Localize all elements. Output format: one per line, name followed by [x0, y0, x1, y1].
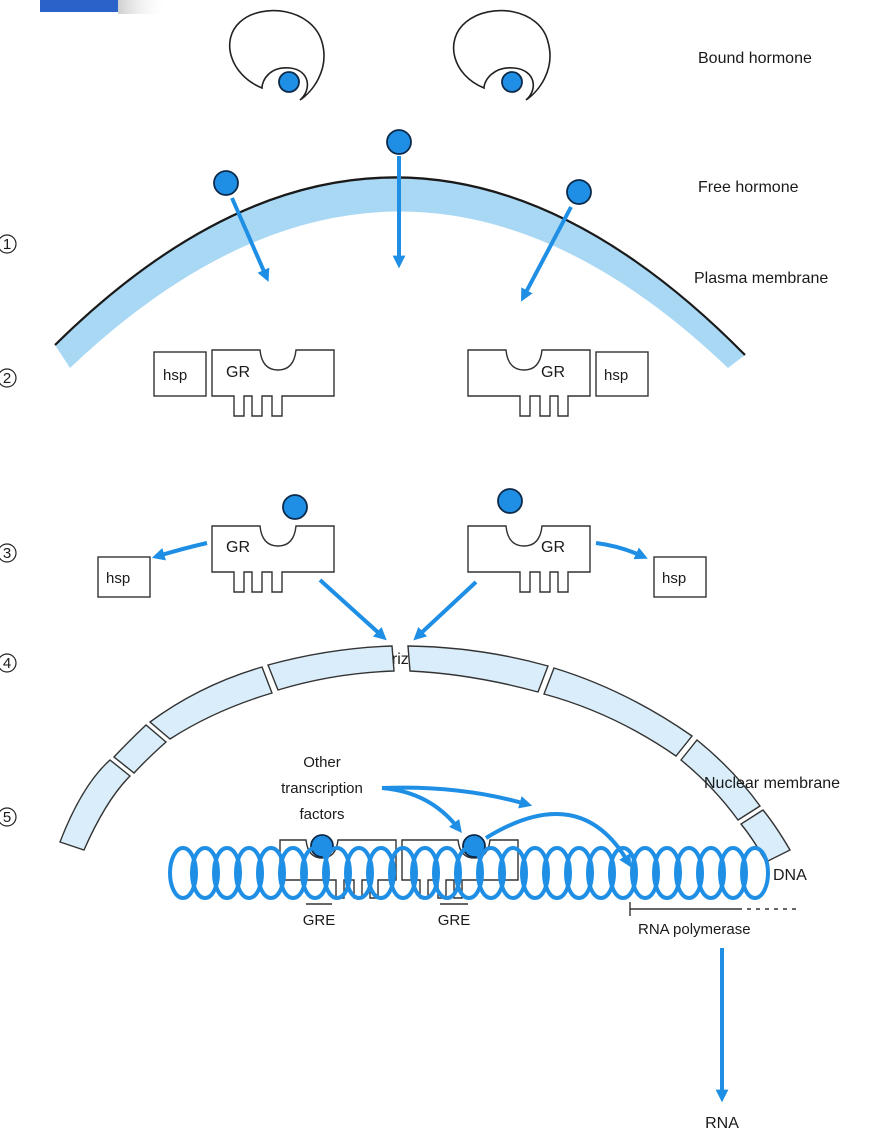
dna-loop — [718, 846, 748, 900]
svg-text:hsp: hsp — [106, 570, 130, 587]
dna-loop — [344, 846, 374, 900]
dna-loop — [256, 846, 286, 900]
dna-label: DNA — [773, 867, 807, 884]
svg-text:hsp: hsp — [163, 367, 187, 384]
dna-loop — [410, 846, 440, 900]
free-hormone-center — [386, 129, 412, 155]
dna-loop — [740, 846, 770, 900]
svg-text:GR: GR — [541, 364, 565, 381]
activated-receptor-left: GR — [211, 494, 335, 593]
dna-loop — [432, 846, 462, 900]
released-hsp-left: hsp — [97, 556, 151, 598]
dna-loop — [190, 846, 220, 900]
svg-text:3: 3 — [3, 545, 11, 562]
dna-loop — [608, 846, 638, 900]
nuclear-membrane-label: Nuclear membrane — [704, 775, 840, 792]
dna-loop — [564, 846, 594, 900]
dna-loop — [674, 846, 704, 900]
dimerization-arrow-left — [318, 578, 387, 641]
free-hormone-left — [213, 170, 239, 196]
svg-text:GR: GR — [226, 539, 250, 556]
dna-loop — [520, 846, 550, 900]
corner-gray-fade — [118, 0, 168, 14]
gre-label-left: GRE — [303, 912, 336, 929]
dna-loop — [168, 846, 198, 900]
dna-loop — [212, 846, 242, 900]
svg-text:1: 1 — [3, 236, 11, 253]
gre-label-right: GRE — [438, 912, 471, 929]
dna-loop — [388, 846, 418, 900]
tf-arrow-to-receptor — [381, 786, 462, 834]
dna-loop — [498, 846, 528, 900]
svg-text:GR: GR — [226, 364, 250, 381]
activated-receptor-right: GR — [467, 488, 591, 593]
activation-arrow-to-polymerase — [484, 812, 632, 868]
other-tf-label-1: Other — [303, 754, 341, 771]
step-1: 1 — [0, 234, 17, 254]
svg-text:2: 2 — [3, 370, 11, 387]
dna-loop — [476, 846, 506, 900]
svg-text:GR: GR — [541, 539, 565, 556]
rna-polymerase-label: RNA polymerase — [638, 921, 751, 938]
dna-loop — [278, 846, 308, 900]
dna-loop — [696, 846, 726, 900]
dna-loop — [586, 846, 616, 900]
free-hormone-right — [566, 179, 592, 205]
hsp-release-arrow-left — [151, 541, 208, 561]
free-hormone-label: Free hormone — [698, 179, 799, 196]
other-tf-label-3: factors — [299, 806, 344, 823]
svg-text:hsp: hsp — [604, 367, 628, 384]
dna-helix — [168, 846, 770, 900]
dna-loop — [322, 846, 352, 900]
bound-hormone-label: Bound hormone — [698, 50, 812, 67]
dna-loop — [630, 846, 660, 900]
bound-hormone-left — [278, 71, 300, 93]
hsp-release-arrow-right — [595, 541, 648, 560]
corner-blue-tab — [40, 0, 118, 12]
step-4: 4 — [0, 653, 17, 673]
svg-text:5: 5 — [3, 809, 11, 826]
bound-hormone-right — [501, 71, 523, 93]
dna-loop — [454, 846, 484, 900]
dna-loop — [234, 846, 264, 900]
rna-label: RNA — [705, 1115, 739, 1132]
dimerization-arrow-right — [413, 580, 478, 641]
step-2: 2 — [0, 368, 17, 388]
plasma-membrane-label: Plasma membrane — [694, 270, 828, 287]
binding-protein-left — [229, 9, 325, 101]
dna-loop — [366, 846, 396, 900]
nuclear-membrane — [59, 645, 791, 863]
dna-loop — [652, 846, 682, 900]
entry-arrow-left — [230, 197, 270, 282]
step-5: 5 — [0, 807, 17, 827]
tf-arrow-outward — [381, 785, 533, 809]
step-3: 3 — [0, 543, 17, 563]
svg-text:4: 4 — [3, 655, 11, 672]
receptor-hsp-complex-left: hsp GR — [153, 349, 335, 417]
svg-text:hsp: hsp — [662, 570, 686, 587]
plasma-membrane — [55, 177, 745, 368]
dna-loop — [542, 846, 572, 900]
binding-protein-right — [452, 9, 551, 101]
receptor-hsp-complex-right: GR hsp — [467, 349, 649, 417]
entry-arrow-right — [521, 206, 573, 302]
released-hsp-right: hsp — [653, 556, 707, 598]
dna-loop — [300, 846, 330, 900]
other-tf-label-2: transcription — [281, 780, 363, 797]
